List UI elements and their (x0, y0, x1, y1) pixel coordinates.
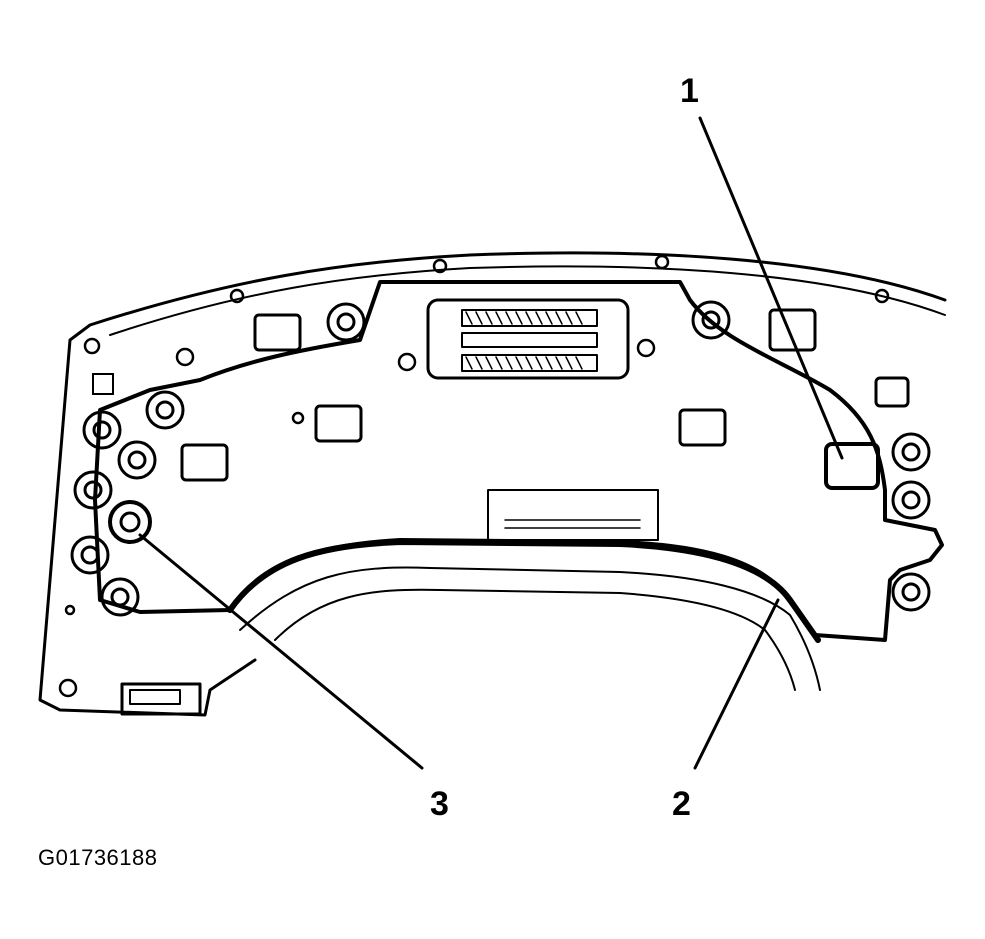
bulb-socket (678, 408, 727, 447)
leader-line-2 (693, 598, 780, 770)
top-connector-pins-lower (461, 354, 598, 372)
mounting-hole (874, 288, 890, 304)
callout-3-label: 3 (430, 785, 449, 823)
screw-boss (891, 480, 931, 520)
bulb-socket (768, 308, 817, 352)
screw-boss (891, 572, 931, 612)
mounting-hole (58, 678, 78, 698)
screw-boss (82, 410, 122, 450)
mounting-hole (175, 347, 195, 367)
top-connector-pin-hatch (465, 311, 583, 370)
mounting-hole (432, 258, 448, 274)
bulb-socket (180, 443, 229, 482)
screw-boss (891, 432, 931, 472)
screw-boss (326, 302, 366, 342)
label-text-lines (504, 519, 641, 529)
screw-boss (100, 577, 140, 617)
bulb-socket-callout-1 (824, 442, 880, 490)
bulb-socket (253, 313, 302, 352)
bulb-socket (874, 376, 910, 408)
mounting-hole (397, 352, 417, 372)
lower-board-edge (227, 539, 821, 643)
screw-boss (110, 587, 130, 607)
bottom-left-connector (120, 682, 202, 716)
leader-line-3 (138, 533, 424, 770)
screw-boss (691, 300, 731, 340)
screw-boss (127, 450, 147, 470)
mounting-hole (83, 337, 101, 355)
lens-arc-outer (239, 566, 821, 691)
top-connector-housing (426, 298, 630, 380)
screw-boss (901, 442, 921, 462)
figure-id: G01736188 (38, 845, 158, 870)
screw-boss (701, 310, 721, 330)
mounting-hole-group (58, 254, 890, 698)
screw-boss (80, 545, 100, 565)
callout-2-label: 2 (672, 785, 691, 823)
mounting-hole (291, 411, 305, 425)
mounting-hole (654, 254, 670, 270)
mounting-hole (64, 604, 76, 616)
callout-1-label: 1 (680, 72, 699, 110)
left-marker-square (92, 373, 114, 395)
mounting-hole (229, 288, 245, 304)
bottom-left-connector-inner (129, 689, 181, 705)
screw-boss (155, 400, 175, 420)
screw-boss (83, 480, 103, 500)
leader-line-1 (698, 116, 844, 460)
bulb-socket-group (180, 308, 910, 490)
top-connector-pins-upper (461, 309, 598, 327)
screw-boss (145, 390, 185, 430)
screw-boss-callout-3 (108, 500, 152, 544)
screw-boss (73, 470, 113, 510)
housing-outline (38, 251, 947, 717)
board-label-sticker (487, 489, 659, 541)
screw-boss (70, 535, 110, 575)
bulb-socket (314, 404, 363, 443)
screw-boss (92, 420, 112, 440)
screw-boss (336, 312, 356, 332)
screw-boss (901, 582, 921, 602)
top-connector-pins-middle (461, 332, 598, 348)
mounting-hole (636, 338, 656, 358)
screw-boss-group (70, 300, 931, 617)
lens-arc-inner (274, 588, 796, 691)
screw-boss-callout-3 (119, 511, 141, 533)
screw-boss (117, 440, 157, 480)
screw-boss (901, 490, 921, 510)
